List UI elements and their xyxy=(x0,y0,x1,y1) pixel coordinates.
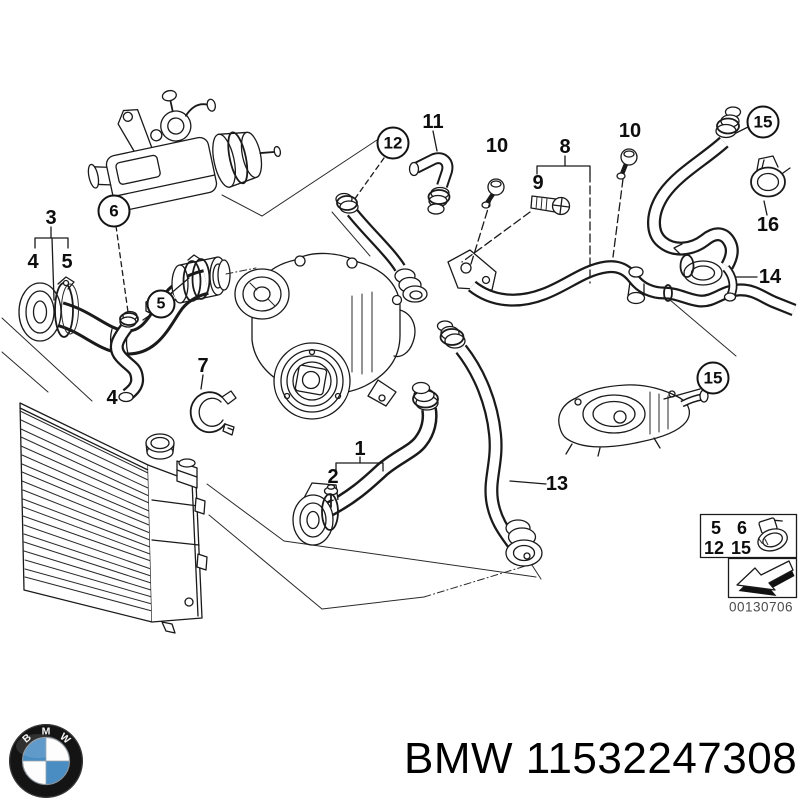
logo-quadrant-blue-tl xyxy=(22,737,46,761)
callout-10-a: 10 xyxy=(485,135,509,157)
logo-quadrant-blue-br xyxy=(46,761,70,785)
pointer-lines xyxy=(34,126,768,485)
heater-valve-drawing xyxy=(87,89,378,217)
heater-hose-drawing xyxy=(335,192,428,303)
diagram-doc-number: 00130706 xyxy=(728,599,794,615)
legend-clamp-icon xyxy=(757,517,788,552)
callout-2: 2 xyxy=(327,466,339,488)
screw-10-right-drawing xyxy=(616,148,638,180)
callout-9: 9 xyxy=(532,172,544,194)
bmw-logo: B M W xyxy=(9,724,83,798)
callout-5-a: 5 xyxy=(61,251,73,273)
part-number-text: BMW 11532247308 xyxy=(404,734,798,783)
callout-11: 11 xyxy=(422,111,444,133)
legend-arrow-icon xyxy=(736,560,795,596)
callout-3: 3 xyxy=(45,207,57,229)
hose-14-drawing xyxy=(647,106,742,357)
screw-9-drawing xyxy=(530,195,571,216)
callout-6: 6 xyxy=(97,194,131,228)
callout-1: 1 xyxy=(354,438,366,460)
hose-13-drawing xyxy=(436,320,543,567)
upper-radiator-hose-drawing xyxy=(18,254,257,356)
callout-5-b: 5 xyxy=(146,289,176,319)
hose-1-drawing xyxy=(292,381,439,546)
callout-4-a: 4 xyxy=(27,251,39,273)
callout-7: 7 xyxy=(197,355,209,377)
legend-box xyxy=(699,513,798,599)
logo-letter: M xyxy=(42,726,51,738)
construction-lines xyxy=(1,211,542,610)
callout-16: 16 xyxy=(756,214,780,236)
callout-13: 13 xyxy=(545,473,569,495)
callout-15-a: 15 xyxy=(746,105,780,139)
elbow-hose-drawing xyxy=(109,310,145,403)
legend-num-6: 6 xyxy=(736,518,748,538)
legend-num-12: 12 xyxy=(703,538,725,558)
thermostat-housing-drawing xyxy=(558,384,709,457)
callout-10-b: 10 xyxy=(618,120,642,142)
callout-4-b: 4 xyxy=(106,387,118,409)
hose-8-drawing xyxy=(447,249,797,317)
screw-10-left-drawing xyxy=(481,178,505,209)
callout-14: 14 xyxy=(758,266,782,288)
legend-num-5: 5 xyxy=(710,518,722,538)
callout-8: 8 xyxy=(559,136,571,158)
radiator-drawing xyxy=(19,402,208,634)
water-pump-drawing xyxy=(234,252,416,420)
callout-12: 12 xyxy=(376,126,410,160)
clamp-16-drawing xyxy=(750,155,791,198)
callout-15-b: 15 xyxy=(696,361,730,395)
legend-num-15: 15 xyxy=(730,538,752,558)
vent-hose-drawing xyxy=(408,152,454,215)
clamp-7-drawing xyxy=(189,390,237,436)
